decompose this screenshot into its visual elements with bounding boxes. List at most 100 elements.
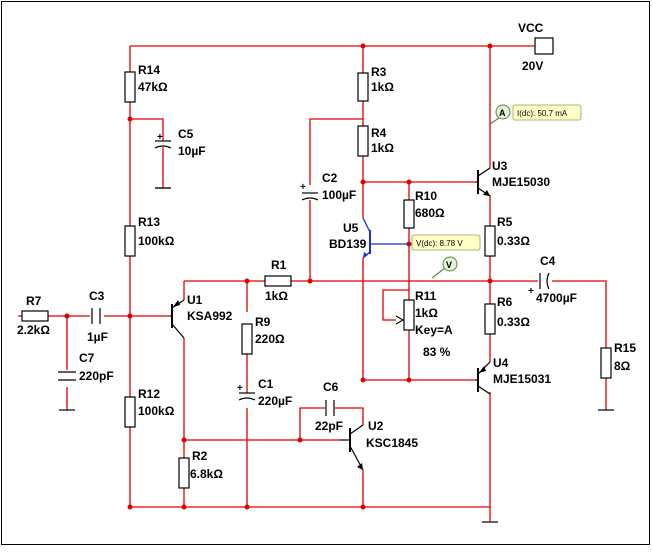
current-probe[interactable]: A I(dc): 50.7 mA	[489, 104, 582, 125]
vcc-terminal[interactable]	[534, 37, 554, 55]
capacitor-c3[interactable]: C3 1µF	[87, 289, 108, 344]
transistor-u5[interactable]: U5 BD139	[329, 217, 409, 259]
r2-value: 6.8kΩ	[190, 467, 223, 481]
voltage-probe-reading: V(dc): 8.78 V	[416, 239, 463, 248]
u5-value: BD139	[329, 237, 367, 251]
wire-c5	[130, 118, 164, 141]
resistor-r15[interactable]: R15 8Ω	[600, 341, 636, 379]
junction-dots	[64, 43, 493, 510]
u4-value: MJE15031	[493, 372, 551, 386]
r11-key: Key=A	[415, 323, 453, 337]
junction-dot	[181, 437, 187, 443]
transistor-u2[interactable]: U2 KSC1845	[340, 419, 418, 471]
ground-symbols	[59, 187, 614, 523]
junction-dot	[406, 377, 412, 383]
resistor-r10[interactable]: R10 680Ω	[403, 189, 445, 229]
c6-ref: C6	[323, 380, 339, 394]
r13-value: 100kΩ	[138, 234, 175, 248]
r12-ref: R12	[138, 387, 160, 401]
resistor-r1[interactable]: R1 1kΩ	[264, 258, 292, 303]
c3-value: 1µF	[87, 330, 108, 344]
u3-value: MJE15030	[492, 175, 550, 189]
current-probe-reading: I(dc): 50.7 mA	[517, 109, 568, 118]
resistor-r7[interactable]: R7 2.2kΩ	[17, 294, 50, 337]
u2-ref: U2	[368, 419, 384, 433]
junction-dot	[181, 504, 187, 510]
junction-dot	[127, 116, 133, 122]
capacitor-c2[interactable]: + C2 100µF	[300, 171, 356, 202]
resistor-r12[interactable]: R12 100kΩ	[124, 387, 175, 428]
potentiometer-r11[interactable]: R11 1kΩ Key=A 83 %	[395, 289, 453, 359]
r13-ref: R13	[138, 215, 160, 229]
u1-value: KSA992	[187, 309, 233, 323]
wire-r11	[382, 244, 410, 321]
transistor-u1[interactable]: U1 KSA992	[170, 293, 233, 339]
c7-ref: C7	[79, 351, 95, 365]
ammeter-icon	[495, 104, 511, 120]
r2-ref: R2	[192, 449, 208, 463]
junction-dot	[127, 313, 133, 319]
vcc-supply[interactable]: VCC 20V	[518, 21, 554, 73]
capacitor-c6[interactable]: C6 22pF	[315, 380, 343, 433]
r5-ref: R5	[497, 215, 513, 229]
transistor-u3[interactable]: U3 MJE15030	[475, 159, 550, 197]
junction-dot	[360, 377, 366, 383]
r4-ref: R4	[371, 126, 387, 140]
r5-value: 0.33Ω	[497, 234, 530, 248]
voltage-probe[interactable]: V V(dc): 8.78 V	[411, 234, 481, 279]
voltage-probe-letter: V	[446, 260, 452, 270]
resistor-r5[interactable]: R5 0.33Ω	[484, 215, 530, 257]
capacitor-c5[interactable]: + C5 10µF	[154, 127, 206, 189]
voltmeter-icon	[442, 256, 458, 272]
resistor-r13[interactable]: R13 100kΩ	[124, 215, 175, 257]
u5-ref: U5	[343, 221, 359, 235]
capacitor-c1[interactable]: + C1 220µF	[237, 377, 292, 408]
u1-ref: U1	[187, 293, 203, 307]
c2-ref: C2	[322, 171, 338, 185]
wire-u2-base	[184, 407, 364, 441]
r15-value: 8Ω	[614, 359, 631, 373]
capacitor-c4[interactable]: + C4 4700µF	[528, 254, 577, 305]
r7-value: 2.2kΩ	[17, 323, 50, 337]
junction-dot	[360, 179, 366, 185]
capacitor-c7[interactable]: C7 220pF	[58, 351, 114, 383]
junction-dot	[406, 179, 412, 185]
junction-dot	[360, 43, 366, 49]
c4-value: 4700µF	[536, 291, 577, 305]
r11-ref: R11	[415, 289, 437, 303]
resistor-r4[interactable]: R4 1kΩ	[357, 125, 394, 157]
svg-text:+: +	[237, 383, 243, 394]
c5-ref: C5	[178, 127, 194, 141]
junction-dot	[297, 437, 303, 443]
r15-ref: R15	[614, 341, 636, 355]
c1-ref: C1	[258, 377, 274, 391]
current-probe-letter: A	[499, 108, 506, 118]
r1-value: 1kΩ	[265, 289, 288, 303]
c1-value: 220µF	[258, 394, 292, 408]
resistor-r3[interactable]: R3 1kΩ	[357, 65, 394, 102]
c2-value: 100µF	[322, 188, 356, 202]
r11-value: 1kΩ	[415, 306, 438, 320]
r10-value: 680Ω	[415, 206, 445, 220]
c6-value: 22pF	[315, 419, 343, 433]
r10-ref: R10	[415, 189, 437, 203]
resistor-r14[interactable]: R14 47kΩ	[124, 63, 168, 103]
junction-dot	[64, 313, 70, 319]
svg-text:+: +	[157, 132, 163, 143]
c5-value: 10µF	[178, 144, 206, 158]
svg-text:+: +	[528, 286, 534, 297]
c7-value: 220pF	[79, 369, 114, 383]
resistor-r6[interactable]: R6 0.33Ω	[484, 295, 530, 335]
junction-dot	[487, 278, 493, 284]
r14-value: 47kΩ	[138, 80, 168, 94]
r9-value: 220Ω	[255, 332, 285, 346]
junction-dot	[307, 278, 313, 284]
r6-ref: R6	[497, 295, 513, 309]
transistor-u4[interactable]: U4 MJE15031	[475, 356, 551, 395]
resistor-r2[interactable]: R2 6.8kΩ	[178, 449, 223, 489]
junction-dot	[244, 504, 250, 510]
u2-value: KSC1845	[366, 436, 418, 450]
resistor-r9[interactable]: R9 220Ω	[241, 315, 285, 355]
